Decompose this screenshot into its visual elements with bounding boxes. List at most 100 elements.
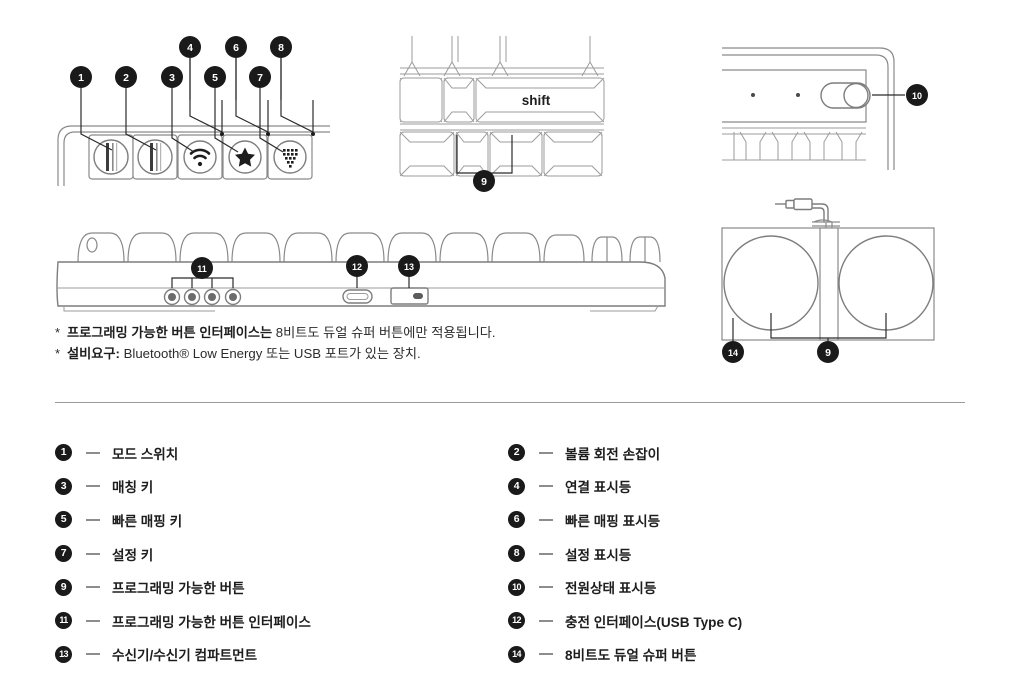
led-dot-6 — [266, 132, 270, 136]
legend-dash — [539, 485, 553, 488]
legend-dash — [539, 552, 553, 555]
legend-label: 프로그래밍 가능한 버튼 인터페이스 — [112, 614, 311, 630]
legend-label: 빠른 매핑 키 — [112, 513, 183, 529]
legend-badge: 4 — [508, 477, 525, 495]
legend-badge: 12 — [508, 612, 525, 630]
diagram-dual-super-button: 14 9 — [721, 198, 935, 363]
legend-item: 6 빠른 매핑 표시등 — [508, 503, 978, 537]
footnote-2-bold: 설비요구: — [67, 346, 124, 361]
wifi-icon — [183, 140, 217, 174]
svg-text:9: 9 — [481, 176, 487, 188]
knob-icon-2 — [137, 139, 173, 175]
legend-item: 4 연결 표시등 — [508, 470, 978, 504]
legend-badge: 9 — [55, 578, 72, 596]
footnote-marker: * — [55, 346, 61, 361]
legend-label: 연결 표시등 — [565, 480, 632, 496]
shift-key-label: shift — [522, 93, 551, 108]
legend-item: 1 모드 스위치 — [55, 436, 495, 470]
legend-label: 설정 키 — [112, 547, 154, 563]
svg-text:7: 7 — [257, 72, 263, 84]
callout-badge-7: 7 — [249, 66, 271, 88]
legend-item: 12 충전 인터페이스(USB Type C) — [508, 604, 978, 638]
legend-badge: 10 — [508, 578, 525, 596]
legend-label: 매칭 키 — [112, 480, 154, 496]
knob-icon-1 — [93, 139, 129, 175]
legend-badge: 13 — [55, 645, 72, 663]
legend-label: 수신기/수신기 컴파트먼트 — [112, 648, 258, 664]
legend-dash — [86, 653, 100, 656]
led-dot-8 — [311, 132, 315, 136]
legend-item: 10 전원상태 표시등 — [508, 570, 978, 604]
svg-text:4: 4 — [187, 42, 193, 54]
legend-item: 14 8비트도 듀얼 슈퍼 버튼 — [508, 638, 978, 672]
svg-text:13: 13 — [404, 262, 414, 272]
diagram-shift-row: shift — [399, 36, 605, 192]
diagram-power-switch: 10 — [722, 47, 928, 170]
svg-text:10: 10 — [912, 91, 922, 101]
legend-label: 전원상태 표시등 — [565, 581, 657, 597]
legend-dash — [539, 653, 553, 656]
legend-badge: 2 — [508, 444, 525, 462]
callout-badge-6: 6 — [225, 36, 247, 58]
callout-badge-8: 8 — [270, 36, 292, 58]
legend-label: 충전 인터페이스(USB Type C) — [565, 614, 743, 630]
indicator-dot-1 — [751, 93, 755, 97]
svg-text:5: 5 — [212, 72, 218, 84]
legend-label: 프로그래밍 가능한 버튼 — [112, 581, 245, 597]
callout-badge-9-module: 9 — [817, 341, 839, 363]
indicator-dot-2 — [796, 93, 800, 97]
svg-text:1: 1 — [78, 72, 84, 84]
audio-jack-icon — [775, 198, 840, 227]
legend-dash — [539, 586, 553, 589]
footnotes: *프로그래밍 가능한 버튼 인터페이스는 8비트도 듀얼 슈퍼 버튼에만 적용됩… — [55, 322, 695, 364]
legend-dash — [86, 619, 100, 622]
diagram-side-profile: 11 12 13 — [56, 232, 666, 312]
power-toggle-switch[interactable] — [820, 82, 871, 109]
legend-item: 11 프로그래밍 가능한 버튼 인터페이스 — [55, 604, 495, 638]
legend-dash — [539, 518, 553, 521]
legend-badge: 5 — [55, 511, 72, 529]
svg-text:3: 3 — [169, 72, 175, 84]
legend-label: 볼륨 회전 손잡이 — [565, 446, 661, 462]
svg-text:11: 11 — [197, 264, 207, 274]
legend-item: 8 설정 표시등 — [508, 537, 978, 571]
legend-label: 설정 표시등 — [565, 547, 632, 563]
legend-item: 5 빠른 매핑 키 — [55, 503, 495, 537]
legend-dash — [86, 586, 100, 589]
legend-dash — [86, 485, 100, 488]
legend-item: 7 설정 키 — [55, 537, 495, 571]
legend-item: 3 매칭 키 — [55, 470, 495, 504]
legend-right-column: 2 볼륨 회전 손잡이 4 연결 표시등 6 빠른 매핑 표시등 8 설정 표시… — [508, 436, 978, 671]
legend-item: 13 수신기/수신기 컴파트먼트 — [55, 638, 495, 672]
svg-text:8: 8 — [278, 42, 284, 54]
section-divider — [55, 402, 965, 403]
callout-badge-13: 13 — [398, 255, 420, 277]
led-dot-4 — [220, 132, 224, 136]
callout-badge-5: 5 — [204, 66, 226, 88]
legend-badge: 14 — [508, 645, 525, 663]
callout-badge-14: 14 — [722, 341, 744, 363]
callout-badge-11: 11 — [191, 257, 213, 279]
footnote-2: *설비요구: Bluetooth® Low Energy 또는 USB 포트가 … — [55, 343, 695, 364]
svg-text:6: 6 — [233, 42, 239, 54]
footnote-1-regular: 8비트도 듀얼 슈퍼 버튼에만 적용됩니다. — [275, 325, 496, 340]
programmable-button-ports — [163, 288, 242, 306]
callout-badge-2: 2 — [115, 66, 137, 88]
legend-dash — [539, 451, 553, 454]
receiver-compartment — [390, 287, 429, 305]
shift-key — [475, 77, 605, 123]
svg-text:14: 14 — [728, 348, 738, 358]
legend-left-column: 1 모드 스위치 3 매칭 키 5 빠른 매핑 키 7 설정 키 9 — [55, 436, 495, 671]
legend-label: 모드 스위치 — [112, 446, 179, 462]
legend-badge: 6 — [508, 511, 525, 529]
svg-text:9: 9 — [825, 347, 831, 359]
dots-grid-icon — [273, 140, 307, 174]
callout-badge-1: 1 — [70, 66, 92, 88]
usb-c-port — [342, 289, 373, 304]
footnote-1: *프로그래밍 가능한 버튼 인터페이스는 8비트도 듀얼 슈퍼 버튼에만 적용됩… — [55, 322, 695, 343]
svg-text:2: 2 — [123, 72, 129, 84]
callout-badge-4: 4 — [179, 36, 201, 58]
legend-dash — [86, 451, 100, 454]
